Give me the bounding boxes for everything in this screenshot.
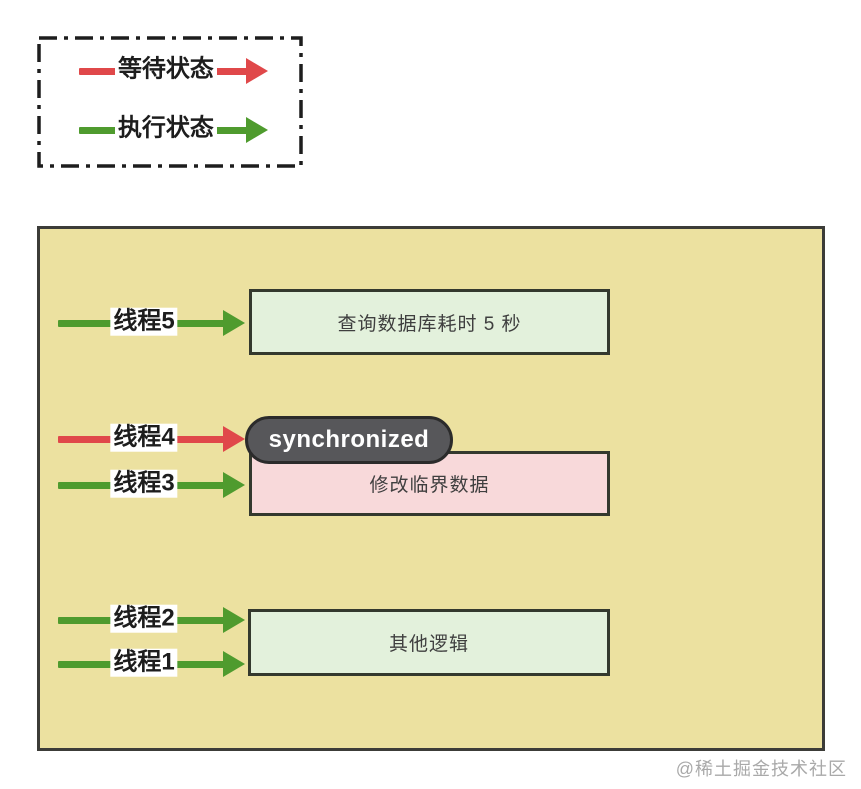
arrow-head-icon: [223, 310, 245, 336]
thread5-arrow: 线程5: [58, 307, 245, 337]
other-logic-box: 其他逻辑: [248, 609, 610, 676]
thread4-label: 线程4: [110, 423, 178, 453]
thread3-label: 线程3: [110, 469, 178, 499]
legend-executing-label: 执行状态: [114, 114, 217, 144]
thread3-arrow: 线程3: [58, 469, 245, 499]
synchronized-pill: synchronized: [245, 416, 453, 464]
watermark: @稀土掘金技术社区: [675, 759, 847, 779]
arrow-head-icon: [246, 117, 268, 143]
query-db-box: 查询数据库耗时 5 秒: [249, 289, 610, 355]
legend-waiting-label: 等待状态: [114, 55, 217, 85]
thread1-arrow: 线程1: [58, 648, 245, 678]
thread2-arrow: 线程2: [58, 604, 245, 634]
arrow-head-icon: [223, 426, 245, 452]
arrow-head-icon: [246, 58, 268, 84]
arrow-head-icon: [223, 472, 245, 498]
arrow-head-icon: [223, 651, 245, 677]
diagram-canvas: 线程5 线程4 线程3 线程2 线程1 查询数据库耗时 5 秒 synchron…: [37, 226, 825, 751]
legend-dash-dot-border: [37, 36, 303, 168]
green-arrow-icon: 执行状态: [79, 114, 268, 144]
legend-item-executing: 执行状态: [79, 114, 268, 144]
thread5-label: 线程5: [110, 307, 178, 337]
legend: 等待状态 执行状态: [37, 36, 303, 168]
thread4-arrow: 线程4: [58, 423, 245, 453]
arrow-head-icon: [223, 607, 245, 633]
legend-item-waiting: 等待状态: [79, 55, 268, 85]
thread2-label: 线程2: [110, 604, 178, 634]
thread1-label: 线程1: [110, 648, 178, 678]
red-arrow-icon: 等待状态: [79, 55, 268, 85]
